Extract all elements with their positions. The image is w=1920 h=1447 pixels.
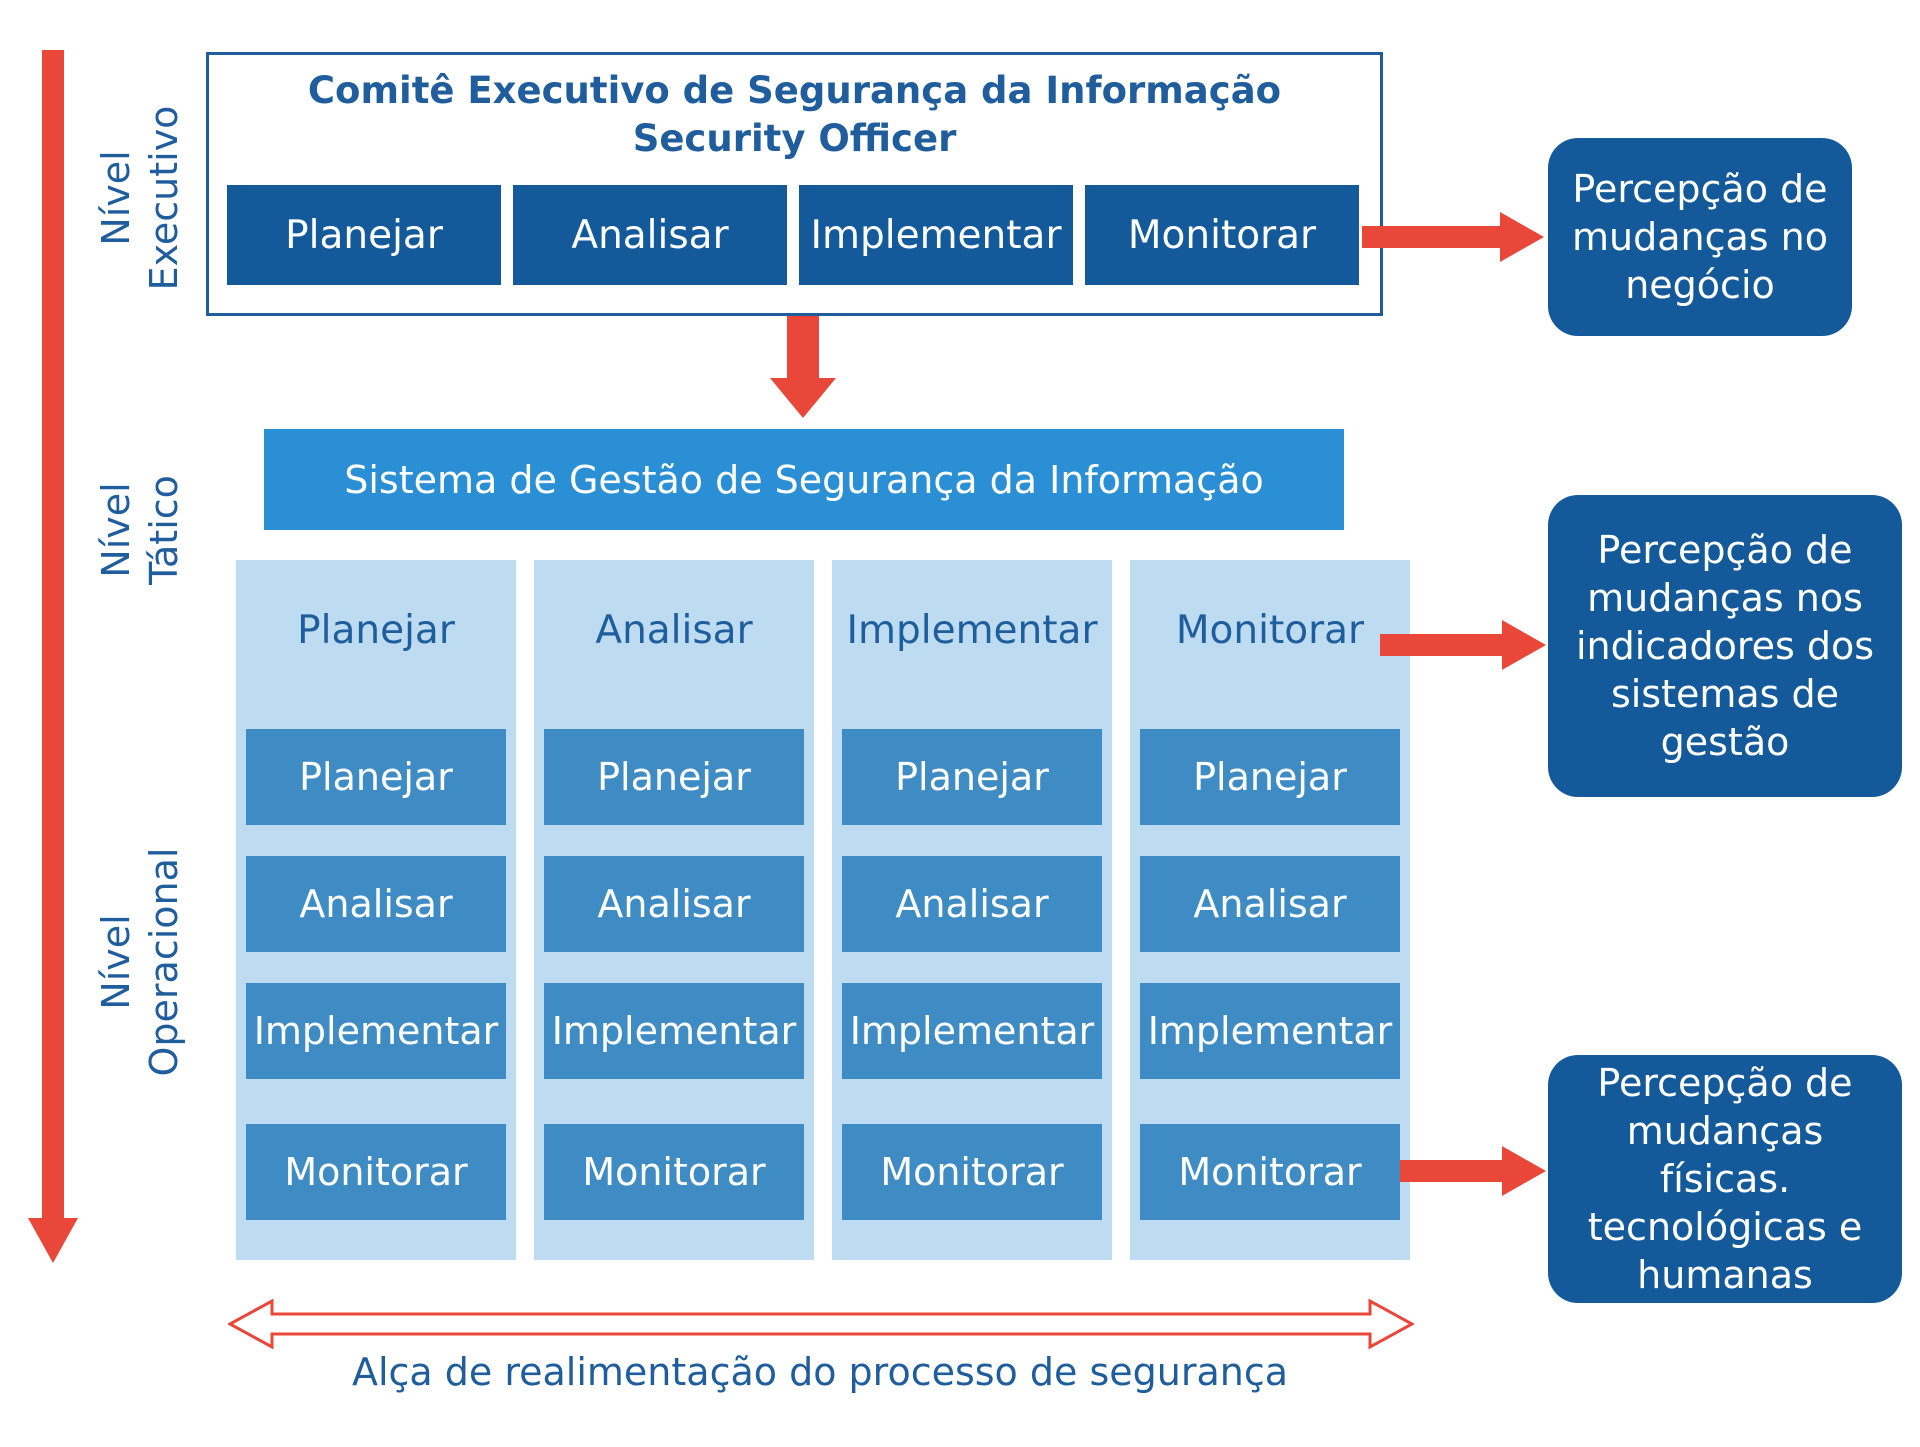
column-header: Implementar: [846, 607, 1098, 653]
tactical-column-planejar: Planejar Planejar Analisar Implementar M…: [236, 560, 516, 1260]
operational-step-implementar: Implementar: [842, 983, 1102, 1079]
operational-step-implementar: Implementar: [246, 983, 506, 1079]
perception-business-box: Percepção de mudanças no negócio: [1548, 138, 1852, 336]
operational-step-planejar: Planejar: [1140, 729, 1400, 825]
operational-step-analisar: Analisar: [544, 856, 804, 952]
operational-step-implementar: Implementar: [544, 983, 804, 1079]
executive-to-tactical-arrow: [770, 316, 836, 418]
tactical-monitor-arrow: [1380, 620, 1546, 670]
operational-monitor-arrow: [1400, 1146, 1546, 1196]
column-header: Analisar: [595, 607, 753, 653]
operational-step-planejar: Planejar: [544, 729, 804, 825]
tactical-column-monitorar: Monitorar Planejar Analisar Implementar …: [1130, 560, 1410, 1260]
feedback-loop-label: Alça de realimentação do processo de seg…: [351, 1350, 1289, 1394]
level-descent-arrow: [28, 50, 78, 1263]
operational-step-monitorar: Monitorar: [842, 1124, 1102, 1220]
feedback-double-arrow: [228, 1298, 1414, 1350]
tactical-column-implementar: Implementar Planejar Analisar Implementa…: [832, 560, 1112, 1260]
executive-title: Comitê Executivo de Segurança da Informa…: [307, 69, 1282, 112]
column-header: Monitorar: [1175, 607, 1365, 653]
operational-step-analisar: Analisar: [246, 856, 506, 952]
perception-physical-box: Percepção de mudanças físicas. tecnológi…: [1548, 1055, 1902, 1303]
operational-step-implementar: Implementar: [1140, 983, 1400, 1079]
executive-step-planejar: Planejar: [227, 185, 501, 285]
perception-indicators-box: Percepção de mudanças nos indicadores do…: [1548, 495, 1902, 797]
operational-step-analisar: Analisar: [1140, 856, 1400, 952]
tactical-column-analisar: Analisar Planejar Analisar Implementar M…: [534, 560, 814, 1260]
management-system-bar: Sistema de Gestão de Segurança da Inform…: [264, 429, 1344, 530]
executive-step-analisar: Analisar: [513, 185, 787, 285]
executive-committee-frame: Comitê Executivo de Segurança da Informa…: [206, 52, 1383, 316]
executive-step-implementar: Implementar: [799, 185, 1073, 285]
operational-step-planejar: Planejar: [246, 729, 506, 825]
column-header: Planejar: [297, 607, 455, 653]
executive-step-monitorar: Monitorar: [1085, 185, 1359, 285]
operational-step-monitorar: Monitorar: [544, 1124, 804, 1220]
executive-monitor-arrow: [1362, 212, 1544, 262]
operational-step-monitorar: Monitorar: [246, 1124, 506, 1220]
operational-step-planejar: Planejar: [842, 729, 1102, 825]
executive-subtitle: Security Officer: [632, 117, 957, 160]
operational-step-analisar: Analisar: [842, 856, 1102, 952]
operational-step-monitorar: Monitorar: [1140, 1124, 1400, 1220]
